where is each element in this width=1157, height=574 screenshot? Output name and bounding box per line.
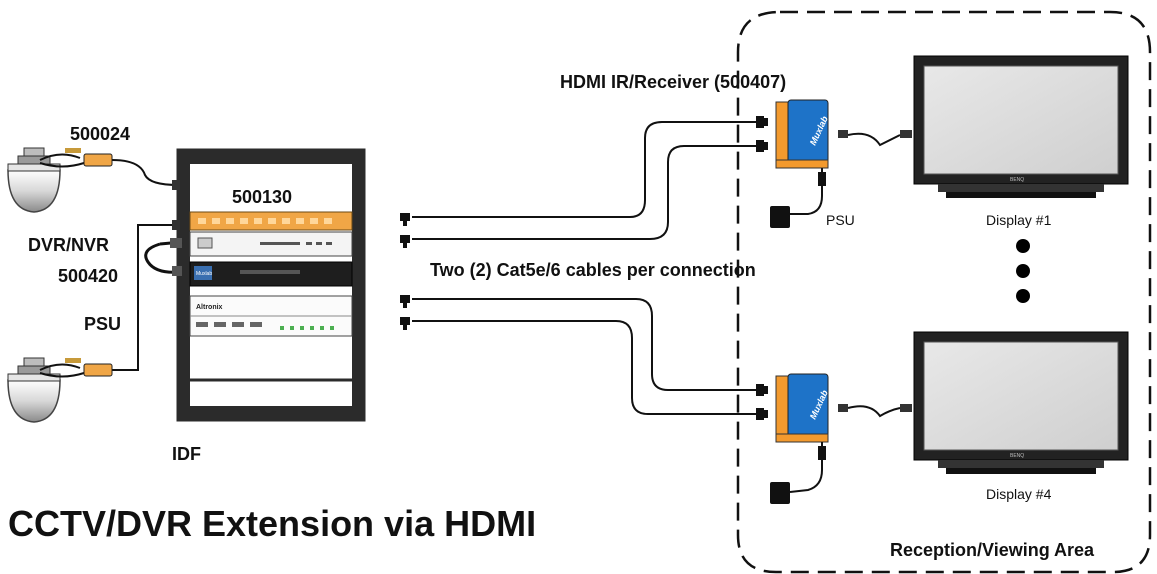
bnc-connector-icon: [172, 180, 180, 190]
hdmi-receiver-icon: Muxlab: [775, 373, 830, 443]
label-dvr-part: 500420: [58, 266, 118, 286]
bnc-connector-icon: [172, 266, 182, 276]
label-dvr: DVR/NVR: [28, 235, 109, 255]
display-icon: BENQ: [913, 331, 1129, 474]
label-cables-note: Two (2) Cat5e/6 cables per connection: [430, 260, 756, 280]
dome-camera-icon: [7, 357, 61, 423]
ellipsis-dots: [1016, 239, 1030, 303]
label-camera-part: 500024: [70, 124, 130, 144]
svg-text:Muxlab: Muxlab: [196, 271, 212, 277]
label-reception-area: Reception/Viewing Area: [890, 540, 1095, 560]
diagram-title: CCTV/DVR Extension via HDMI: [8, 503, 536, 544]
svg-text:BENQ: BENQ: [1010, 177, 1024, 183]
label-psu-left: PSU: [84, 314, 121, 334]
rj45-connector-icon: [400, 213, 410, 330]
svg-text:BENQ: BENQ: [1010, 453, 1024, 459]
label-psu-right: PSU: [826, 212, 855, 228]
bnc-connector-icon: [170, 238, 182, 248]
label-idf: IDF: [172, 444, 201, 464]
camera-cables: [39, 153, 179, 378]
label-display-4: Display #4: [986, 486, 1052, 502]
hdmi-connector-icon: [838, 130, 912, 412]
label-display-1: Display #1: [986, 212, 1052, 228]
hdmi-receiver-icon: Muxlab: [775, 99, 830, 169]
label-receiver: HDMI IR/Receiver (500407): [560, 72, 786, 92]
bnc-connector-icon: [172, 220, 180, 230]
cat5e-cables: [412, 121, 756, 415]
balun-adapter-icon: [65, 148, 113, 377]
svg-text:Altronix: Altronix: [196, 304, 223, 311]
psu-adapter-icon: [770, 172, 826, 504]
display-icon: BENQ: [913, 55, 1129, 198]
label-transmitter-part: 500130: [232, 187, 292, 207]
server-rack-icon: Muxlab Altronix: [176, 148, 366, 422]
hdmi-cables: [847, 132, 901, 418]
psu-adapter-icon: [789, 168, 823, 493]
rj45-connector-icon: [756, 116, 768, 420]
dome-camera-icon: [7, 147, 61, 213]
